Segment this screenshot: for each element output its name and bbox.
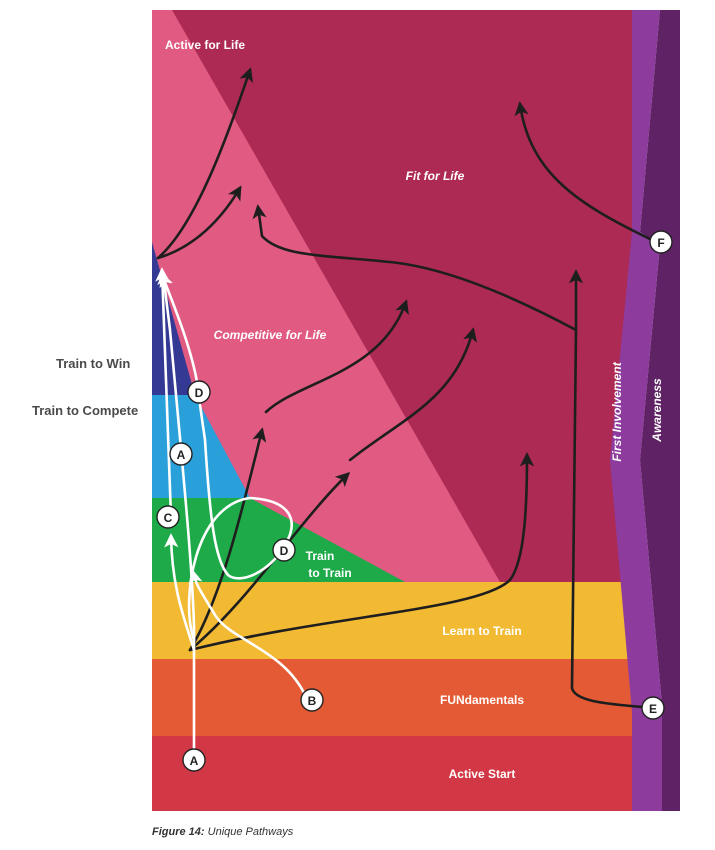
first-involvement-label: First Involvement <box>610 361 624 461</box>
active-start-band <box>152 736 632 811</box>
marker-a-bottom: A <box>182 748 206 772</box>
learn-to-train-band <box>152 582 632 659</box>
train-to-win-label: Train to Win <box>56 356 131 371</box>
path-train-to-train-to-compete <box>188 427 267 652</box>
marker-d-top-label: D <box>195 386 204 400</box>
figure-caption-text: Unique Pathways <box>204 826 294 838</box>
marker-c-label: C <box>164 511 173 525</box>
dark-pathways <box>156 67 654 709</box>
awareness-band <box>640 10 680 811</box>
marker-d-loop: D <box>272 538 296 562</box>
marker-a-mid-label: A <box>177 448 186 462</box>
fundamentals-band <box>152 659 632 736</box>
path-f <box>514 101 654 242</box>
fit-for-life-label: Fit for Life <box>406 169 465 183</box>
path-c-upper <box>155 267 173 519</box>
path-active-for-life-short <box>156 185 242 260</box>
train-to-compete-label: Train to Compete <box>32 403 139 418</box>
marker-f: F <box>649 230 673 254</box>
competitive-for-life-region <box>152 10 500 582</box>
train-to-compete-region <box>152 395 250 498</box>
path-compete-to-fit-upper <box>264 299 409 414</box>
active-start-label: Active Start <box>449 767 516 781</box>
path-c <box>164 533 196 652</box>
path-b <box>188 569 308 699</box>
path-a <box>157 270 196 760</box>
active-for-life-label: Active for Life <box>165 38 245 52</box>
marker-b-label: B <box>308 694 317 708</box>
marker-f-label: F <box>657 236 664 250</box>
fundamentals-label: FUNdamentals <box>440 693 524 707</box>
figure-caption: Figure 14: Unique Pathways <box>152 826 293 838</box>
train-to-train-label-line1: Train <box>306 549 335 563</box>
train-to-train-label-line2: to Train <box>308 566 351 580</box>
marker-d-top: D <box>187 380 211 404</box>
marker-d-loop-label: D <box>280 544 289 558</box>
marker-a-mid: A <box>169 442 193 466</box>
marker-e: E <box>641 696 665 720</box>
competitive-for-life-label: Competitive for Life <box>214 328 327 342</box>
marker-e-label: E <box>649 702 657 716</box>
path-to-active-for-life <box>156 67 254 260</box>
path-compete-to-fit-lower <box>348 327 478 462</box>
marker-a-bottom-label: A <box>190 754 199 768</box>
first-involvement-band <box>610 10 662 811</box>
path-learn-to-fit <box>188 452 535 652</box>
path-e-main <box>252 204 644 709</box>
marker-c: C <box>156 505 180 529</box>
awareness-label: Awareness <box>650 378 664 443</box>
learn-to-train-label: Learn to Train <box>442 624 521 638</box>
figure-caption-label: Figure 14: <box>152 826 205 838</box>
marker-b: B <box>300 688 324 712</box>
